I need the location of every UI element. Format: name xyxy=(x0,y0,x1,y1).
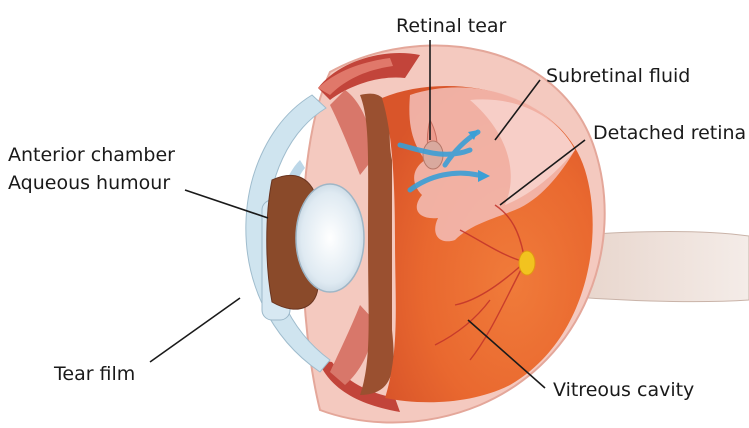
label-detached-retina: Detached retina xyxy=(593,121,746,145)
optic-disc xyxy=(519,251,535,275)
label-tear-film: Tear film xyxy=(54,362,135,386)
lens xyxy=(296,184,364,292)
label-subretinal-fluid: Subretinal fluid xyxy=(546,64,690,88)
label-vitreous-cavity: Vitreous cavity xyxy=(553,378,694,402)
label-aqueous-humour: Aqueous humour xyxy=(8,171,170,195)
label-anterior-chamber: Anterior chamber xyxy=(8,143,175,167)
label-retinal-tear: Retinal tear xyxy=(396,14,506,38)
tear-film-leader xyxy=(150,298,240,362)
